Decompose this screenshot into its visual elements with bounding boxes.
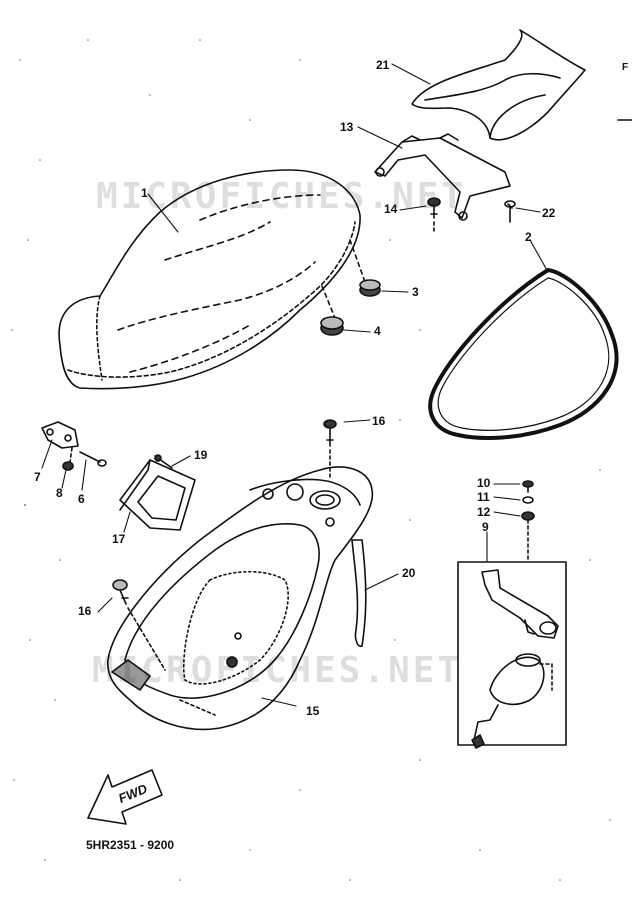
part-13-bracket	[374, 133, 511, 221]
callout-14: 14	[384, 202, 398, 216]
part-2-seal	[428, 268, 619, 440]
callout-10: 10	[477, 476, 491, 490]
part-11-washer	[522, 496, 534, 504]
part-7-hinge	[41, 421, 79, 449]
callout-9: 9	[482, 520, 489, 534]
part-22-screw	[504, 200, 516, 223]
scan-noise	[11, 39, 611, 881]
callout-21: 21	[376, 58, 390, 72]
callout-22: 22	[542, 206, 556, 220]
callout-12: 12	[477, 505, 491, 519]
part-14-bolt	[427, 197, 441, 233]
watermark-bottom: MICROFICHES.NET	[92, 650, 463, 691]
part-19-screw	[154, 454, 173, 469]
part-10-bolt	[522, 480, 534, 493]
part-16-bolt-left	[112, 579, 166, 671]
part-4-damper	[320, 316, 344, 336]
callout-19: 19	[194, 448, 208, 462]
watermark-top: MICROFICHES.NET	[96, 176, 467, 217]
callout-17: 17	[112, 532, 126, 546]
fwd-arrow	[87, 769, 163, 825]
callout-20: 20	[402, 566, 416, 580]
catalog-code: 5HR2351 - 9200	[86, 838, 175, 852]
callout-8: 8	[56, 486, 63, 500]
callout-13: 13	[340, 120, 354, 134]
callout-6: 6	[78, 492, 85, 506]
callout-3: 3	[412, 285, 419, 299]
edge-label: F	[622, 62, 629, 73]
part-8-nut	[62, 461, 74, 471]
part-1-seat	[58, 169, 361, 390]
callout-11: 11	[477, 490, 490, 504]
callout-1: 1	[141, 186, 148, 200]
part-16-bolt-top	[323, 419, 337, 479]
callout-16-top: 16	[372, 414, 386, 428]
callout-16-left: 16	[78, 604, 92, 618]
part-17-lid	[119, 459, 196, 531]
part-12-washer	[521, 511, 535, 521]
callout-2: 2	[525, 230, 532, 244]
part-20-cable	[351, 539, 367, 648]
part-21-rear-cover	[411, 29, 586, 141]
part-15-storage-box	[107, 466, 374, 731]
leader-lines	[41, 63, 549, 707]
callout-4: 4	[374, 324, 381, 338]
part-6-pin	[79, 451, 107, 467]
callout-7: 7	[34, 470, 41, 484]
callout-15: 15	[306, 704, 320, 718]
part-9-seat-lock-assembly	[457, 561, 567, 749]
part-3-damper	[359, 279, 381, 297]
